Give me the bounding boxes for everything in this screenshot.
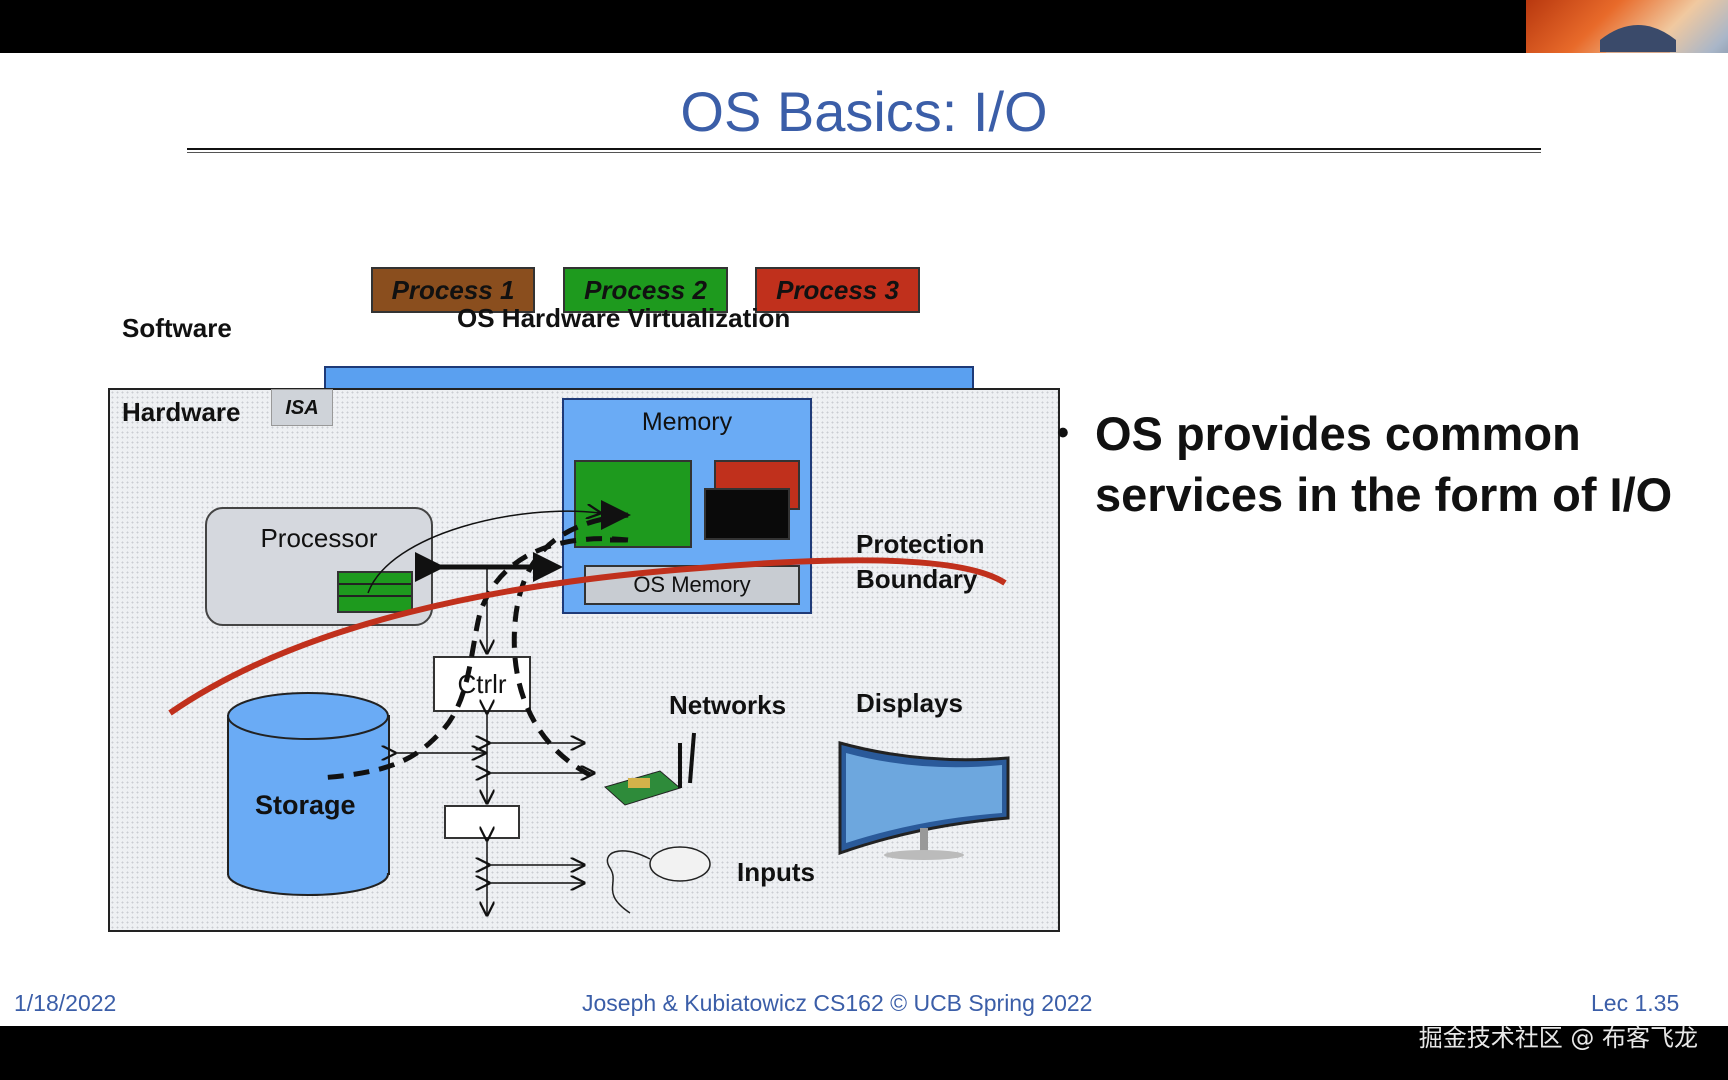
process-1-box: Process 1	[371, 267, 535, 313]
memory-process-black	[704, 488, 790, 540]
watermark: 掘金技术社区 @ 布客飞龙	[1418, 1024, 1698, 1052]
networks-label: Networks	[669, 690, 787, 720]
process-3-label: Process 3	[776, 275, 899, 305]
fetch-arrow	[367, 511, 600, 594]
process-2-label: Process 2	[584, 275, 707, 305]
processor-label: Processor	[260, 523, 378, 553]
inputs-label: Inputs	[737, 857, 815, 887]
virtualization-label: OS Hardware Virtualization	[457, 303, 791, 333]
hardware-label: Hardware	[122, 397, 241, 427]
processor-register	[337, 571, 413, 613]
footer-date: 1/18/2022	[14, 990, 117, 1016]
top-black-bar	[0, 0, 1728, 53]
process-1-label: Process 1	[391, 275, 515, 305]
io-path-network	[511, 512, 629, 778]
process-3-box: Process 3	[755, 267, 920, 313]
bullet-text: OS provides common services in the form …	[1095, 407, 1673, 521]
virtualization-layer	[324, 366, 974, 388]
footer-course: Joseph & Kubiatowicz CS162 © UCB Spring …	[582, 990, 1093, 1016]
bullet-point: • OS provides common services in the for…	[1057, 403, 1685, 525]
bus-bridge-box	[444, 805, 520, 839]
bullet-dot: •	[1057, 414, 1069, 452]
slide: OS Basics: I/O Process 1 Process 2 Proce…	[0, 53, 1728, 1026]
os-memory-box: OS Memory	[584, 565, 800, 605]
process-2-box: Process 2	[563, 267, 728, 313]
storage-cylinder	[227, 692, 390, 896]
mouse-icon	[606, 846, 711, 914]
memory-label: Memory	[641, 408, 733, 436]
software-label: Software	[122, 313, 232, 343]
displays-label: Displays	[856, 688, 963, 718]
boundary-label: Boundary	[856, 564, 978, 594]
io-path-heads	[610, 515, 626, 540]
diagram-overlay	[168, 53, 1010, 1026]
processor-block: Processor	[205, 507, 433, 626]
network-card-icon	[603, 732, 696, 806]
title-divider-thin	[187, 152, 1541, 153]
slide-title: OS Basics: I/O	[680, 80, 1048, 143]
display-monitor-icon	[838, 741, 1010, 860]
footer-lecture-number: Lec 1.35	[1591, 990, 1680, 1016]
protection-boundary-line	[168, 557, 1007, 716]
bottom-black-bar	[0, 1026, 1728, 1080]
protection-label: Protection	[856, 529, 985, 559]
title-divider	[187, 148, 1541, 150]
isa-badge: ISA	[271, 389, 333, 426]
storage-label: Storage	[255, 790, 356, 820]
